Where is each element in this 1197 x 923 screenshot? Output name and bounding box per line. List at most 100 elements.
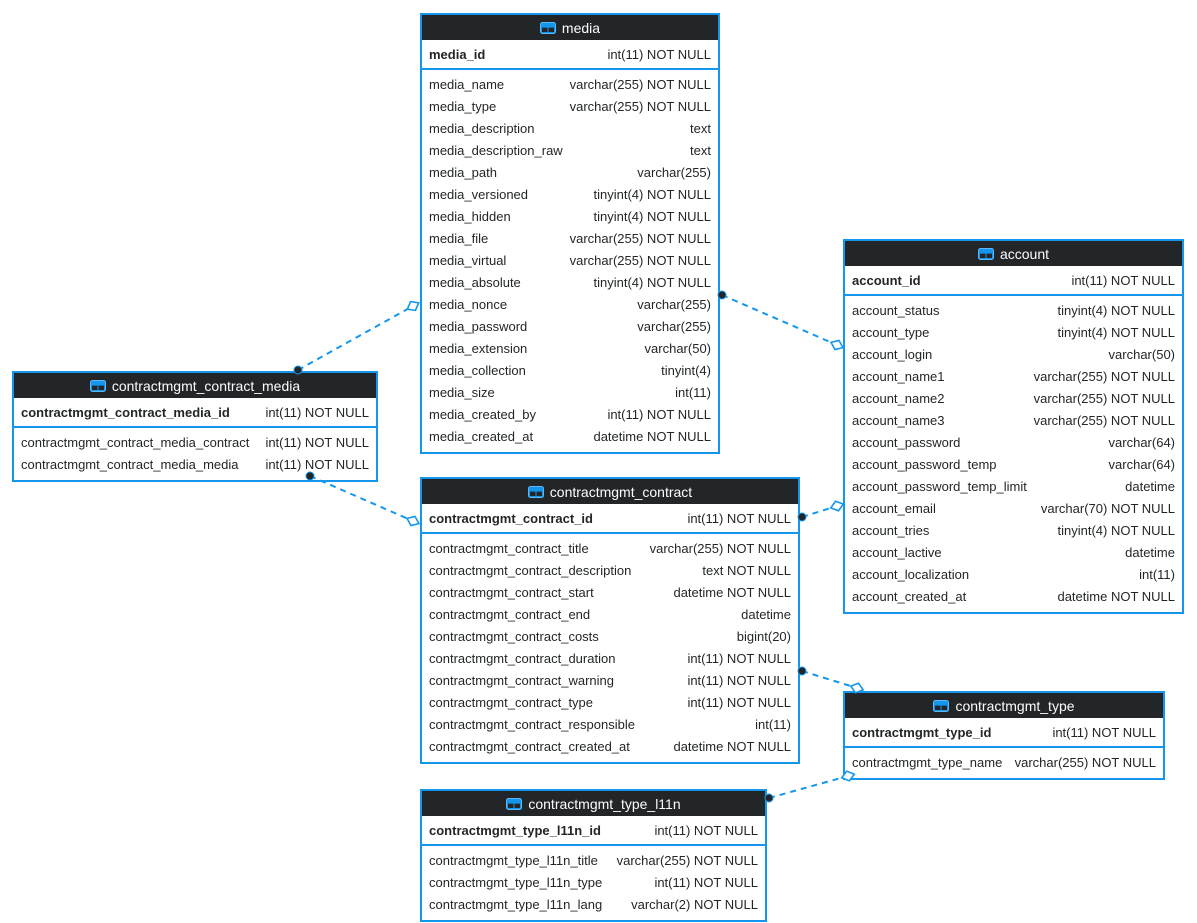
entity-header-contractmgmt_contract[interactable]: contractmgmt_contract <box>422 479 798 504</box>
column-type: datetime <box>1125 478 1175 494</box>
column-name: media_description <box>429 120 535 136</box>
entity-contractmgmt_type_l11n[interactable]: contractmgmt_type_l11n contractmgmt_type_… <box>420 789 767 922</box>
column-type: int(11) NOT NULL <box>607 406 711 422</box>
entity-title: contractmgmt_type_l11n <box>528 795 681 812</box>
column-type: int(11) NOT NULL <box>687 672 791 688</box>
column-type: int(11) NOT NULL <box>265 404 369 420</box>
column-name: media_path <box>429 164 497 180</box>
column-row: media_nonce varchar(255) <box>422 293 718 315</box>
column-name: account_status <box>852 302 940 318</box>
column-name: account_type <box>852 324 930 340</box>
column-type: varchar(255) NOT NULL <box>616 852 758 868</box>
column-name: contractmgmt_type_l11n_type <box>429 874 603 890</box>
column-name: contractmgmt_contract_costs <box>429 628 599 644</box>
column-row: contractmgmt_contract_title varchar(255) … <box>422 537 798 559</box>
entity-title: account <box>999 245 1050 262</box>
entity-contractmgmt_type[interactable]: contractmgmt_type contractmgmt_type_id int… <box>843 691 1165 780</box>
column-name: media_type <box>429 98 497 114</box>
table-icon <box>89 379 106 392</box>
column-name: account_id <box>852 272 921 288</box>
column-name: media_nonce <box>429 296 508 312</box>
column-name: account_login <box>852 346 933 362</box>
column-type: varchar(255) NOT NULL <box>649 540 791 556</box>
entity-header-contractmgmt_contract_media[interactable]: contractmgmt_contract_media <box>14 373 376 398</box>
primary-key-section: contractmgmt_type_id int(11) NOT NULL <box>845 718 1163 748</box>
column-name: contractmgmt_type_id <box>852 724 992 740</box>
column-type: varchar(50) <box>644 340 711 356</box>
column-name: contractmgmt_contract_media_contract <box>21 434 250 450</box>
entity-title: contractmgmt_contract_media <box>111 377 301 394</box>
column-type: bigint(20) <box>736 628 791 644</box>
column-type: int(11) <box>755 716 791 732</box>
entity-header-contractmgmt_type[interactable]: contractmgmt_type <box>845 693 1163 718</box>
column-type: varchar(255) NOT NULL <box>1033 390 1175 406</box>
column-type: tinyint(4) NOT NULL <box>1057 324 1175 340</box>
table-icon <box>527 485 544 498</box>
column-type: varchar(255) <box>637 164 711 180</box>
table-icon <box>506 797 523 810</box>
column-name: media_extension <box>429 340 528 356</box>
column-name: media_versioned <box>429 186 529 202</box>
column-name: contractmgmt_contract_created_at <box>429 738 630 754</box>
table-icon <box>539 21 556 34</box>
column-type: text <box>690 142 711 158</box>
entity-header-media[interactable]: media <box>422 15 718 40</box>
column-type: varchar(255) NOT NULL <box>1033 368 1175 384</box>
column-name: contractmgmt_contract_title <box>429 540 589 556</box>
column-type: int(11) NOT NULL <box>1052 724 1156 740</box>
column-type: varchar(2) NOT NULL <box>631 896 758 912</box>
column-row: contractmgmt_contract_media_contract int(… <box>14 431 376 453</box>
column-type: int(11) NOT NULL <box>607 46 711 62</box>
column-row: media_created_by int(11) NOT NULL <box>422 403 718 425</box>
column-name: account_password_temp <box>852 456 997 472</box>
entity-header-account[interactable]: account <box>845 241 1182 266</box>
entity-contractmgmt_contract_media[interactable]: contractmgmt_contract_media contractmgmt_… <box>12 371 378 482</box>
diamond-endpoint-icon <box>829 500 845 512</box>
column-type: int(11) NOT NULL <box>654 822 758 838</box>
column-type: varchar(255) <box>637 296 711 312</box>
entity-title: media <box>561 19 601 36</box>
column-name: media_created_at <box>429 428 534 444</box>
table-icon <box>933 699 950 712</box>
entity-header-contractmgmt_type_l11n[interactable]: contractmgmt_type_l11n <box>422 791 765 816</box>
column-name: media_name <box>429 76 505 92</box>
column-type: datetime NOT NULL <box>1057 588 1175 604</box>
column-name: media_created_by <box>429 406 536 422</box>
column-type: varchar(64) <box>1108 456 1175 472</box>
column-type: varchar(70) NOT NULL <box>1040 500 1175 516</box>
column-type: datetime <box>741 606 791 622</box>
column-row: media_extension varchar(50) <box>422 337 718 359</box>
column-name: media_absolute <box>429 274 521 290</box>
column-type: int(11) NOT NULL <box>265 434 369 450</box>
column-name: media_size <box>429 384 495 400</box>
